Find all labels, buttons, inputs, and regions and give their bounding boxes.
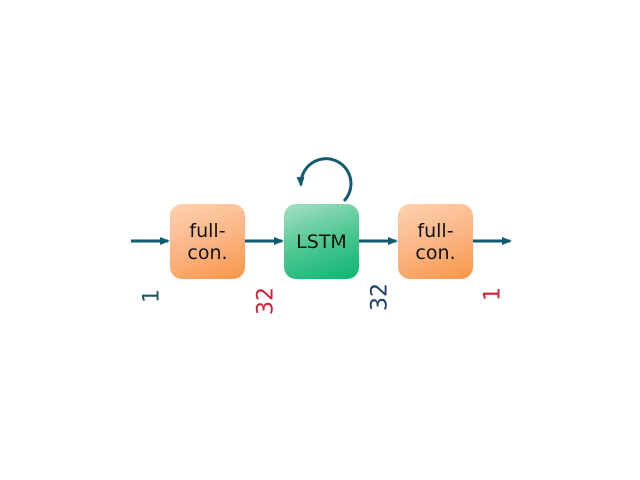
lstm-output-dimension-label: 32 [367,283,393,311]
lstm-block-label: LSTM [296,230,347,253]
lstm-block: LSTM [284,204,359,279]
recurrent-loop-arrow [296,157,353,203]
fully-connected-block-1-label: full- con. [187,219,228,264]
fully-connected-block-2-label: full- con. [415,219,456,264]
fully-connected-block-1: full- con. [170,204,245,279]
fc1-output-dimension-label: 32 [253,287,279,315]
output-dimension-label: 1 [480,287,506,301]
fully-connected-block-2: full- con. [398,204,473,279]
input-dimension-label: 1 [139,289,165,303]
